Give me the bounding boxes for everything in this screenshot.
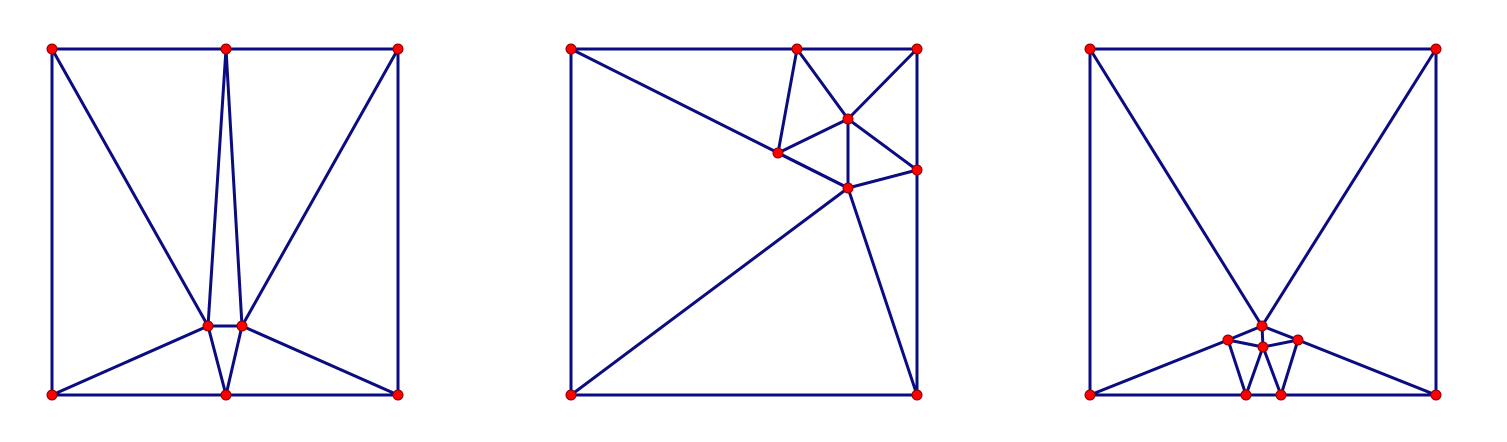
panel-3-vertex-1: [1430, 43, 1442, 55]
panel-2-edge-15: [846, 186, 919, 397]
panel-1-edge-8: [224, 47, 244, 328]
panel-1-vertex-1: [220, 43, 232, 55]
panel-3-edge-16: [1279, 338, 1300, 397]
panel-2-vertex-2: [911, 43, 923, 55]
panel-2-edge-13: [846, 168, 919, 190]
panel-2: [565, 43, 923, 401]
panel-2-vertex-8: [842, 182, 854, 194]
panel-2-edge-10: [776, 151, 850, 190]
panel-3-vertex-3: [1430, 389, 1442, 401]
panel-2-vertex-1: [791, 43, 803, 55]
panel-1-edge-14: [240, 324, 400, 397]
panel-3-vertex-2: [1084, 389, 1096, 401]
panel-1-edge-7: [206, 47, 228, 328]
panel-3-vertex-8: [1240, 389, 1252, 401]
panel-1-vertex-3: [46, 389, 58, 401]
panel-2-vertex-3: [565, 389, 577, 401]
panel-1-edge-12: [206, 324, 228, 397]
panel-3: [1084, 43, 1442, 401]
panel-1-vertex-6: [202, 320, 214, 332]
panel-3-edge-4: [1088, 47, 1264, 328]
panel-1: [46, 43, 404, 401]
panel-3-vertex-6: [1292, 334, 1304, 346]
panel-3-vertex-4: [1256, 320, 1268, 332]
panel-3-vertex-9: [1275, 389, 1287, 401]
panel-1-vertex-2: [392, 43, 404, 55]
panel-1-vertex-5: [392, 389, 404, 401]
panel-3-edge-11: [1088, 338, 1230, 397]
panel-2-edge-8: [846, 47, 919, 121]
panel-1-edge-13: [224, 324, 244, 397]
panel-1-edge-9: [240, 47, 400, 328]
panel-2-edge-6: [776, 47, 799, 155]
panel-3-edge-6: [1226, 324, 1264, 342]
panel-3-edge-7: [1260, 324, 1300, 342]
panel-1-edge-11: [50, 324, 210, 397]
panel-1-edge-6: [50, 47, 210, 328]
panel-3-edge-13: [1226, 338, 1248, 397]
panel-3-vertex-7: [1257, 341, 1269, 353]
panel-3-edge-12: [1296, 338, 1438, 397]
panel-1-vertex-0: [46, 43, 58, 55]
panel-2-vertex-5: [842, 113, 854, 125]
panel-3-edge-14: [1244, 345, 1265, 397]
panel-3-edge-5: [1260, 47, 1438, 328]
panel-2-edge-14: [569, 186, 850, 397]
panel-2-vertex-0: [565, 43, 577, 55]
panel-2-edge-9: [776, 117, 850, 155]
panel-2-edge-7: [795, 47, 850, 121]
panel-3-edge-10: [1261, 338, 1300, 349]
panel-2-vertex-7: [911, 164, 923, 176]
panel-2-edge-11: [846, 117, 919, 172]
panel-3-edge-15: [1261, 345, 1283, 397]
panel-1-vertex-4: [220, 389, 232, 401]
panel-2-vertex-4: [911, 389, 923, 401]
panel-1-vertex-7: [236, 320, 248, 332]
panel-2-vertex-6: [772, 147, 784, 159]
panel-3-vertex-5: [1222, 334, 1234, 346]
panel-3-vertex-0: [1084, 43, 1096, 55]
panel-3-edge-9: [1226, 338, 1265, 349]
